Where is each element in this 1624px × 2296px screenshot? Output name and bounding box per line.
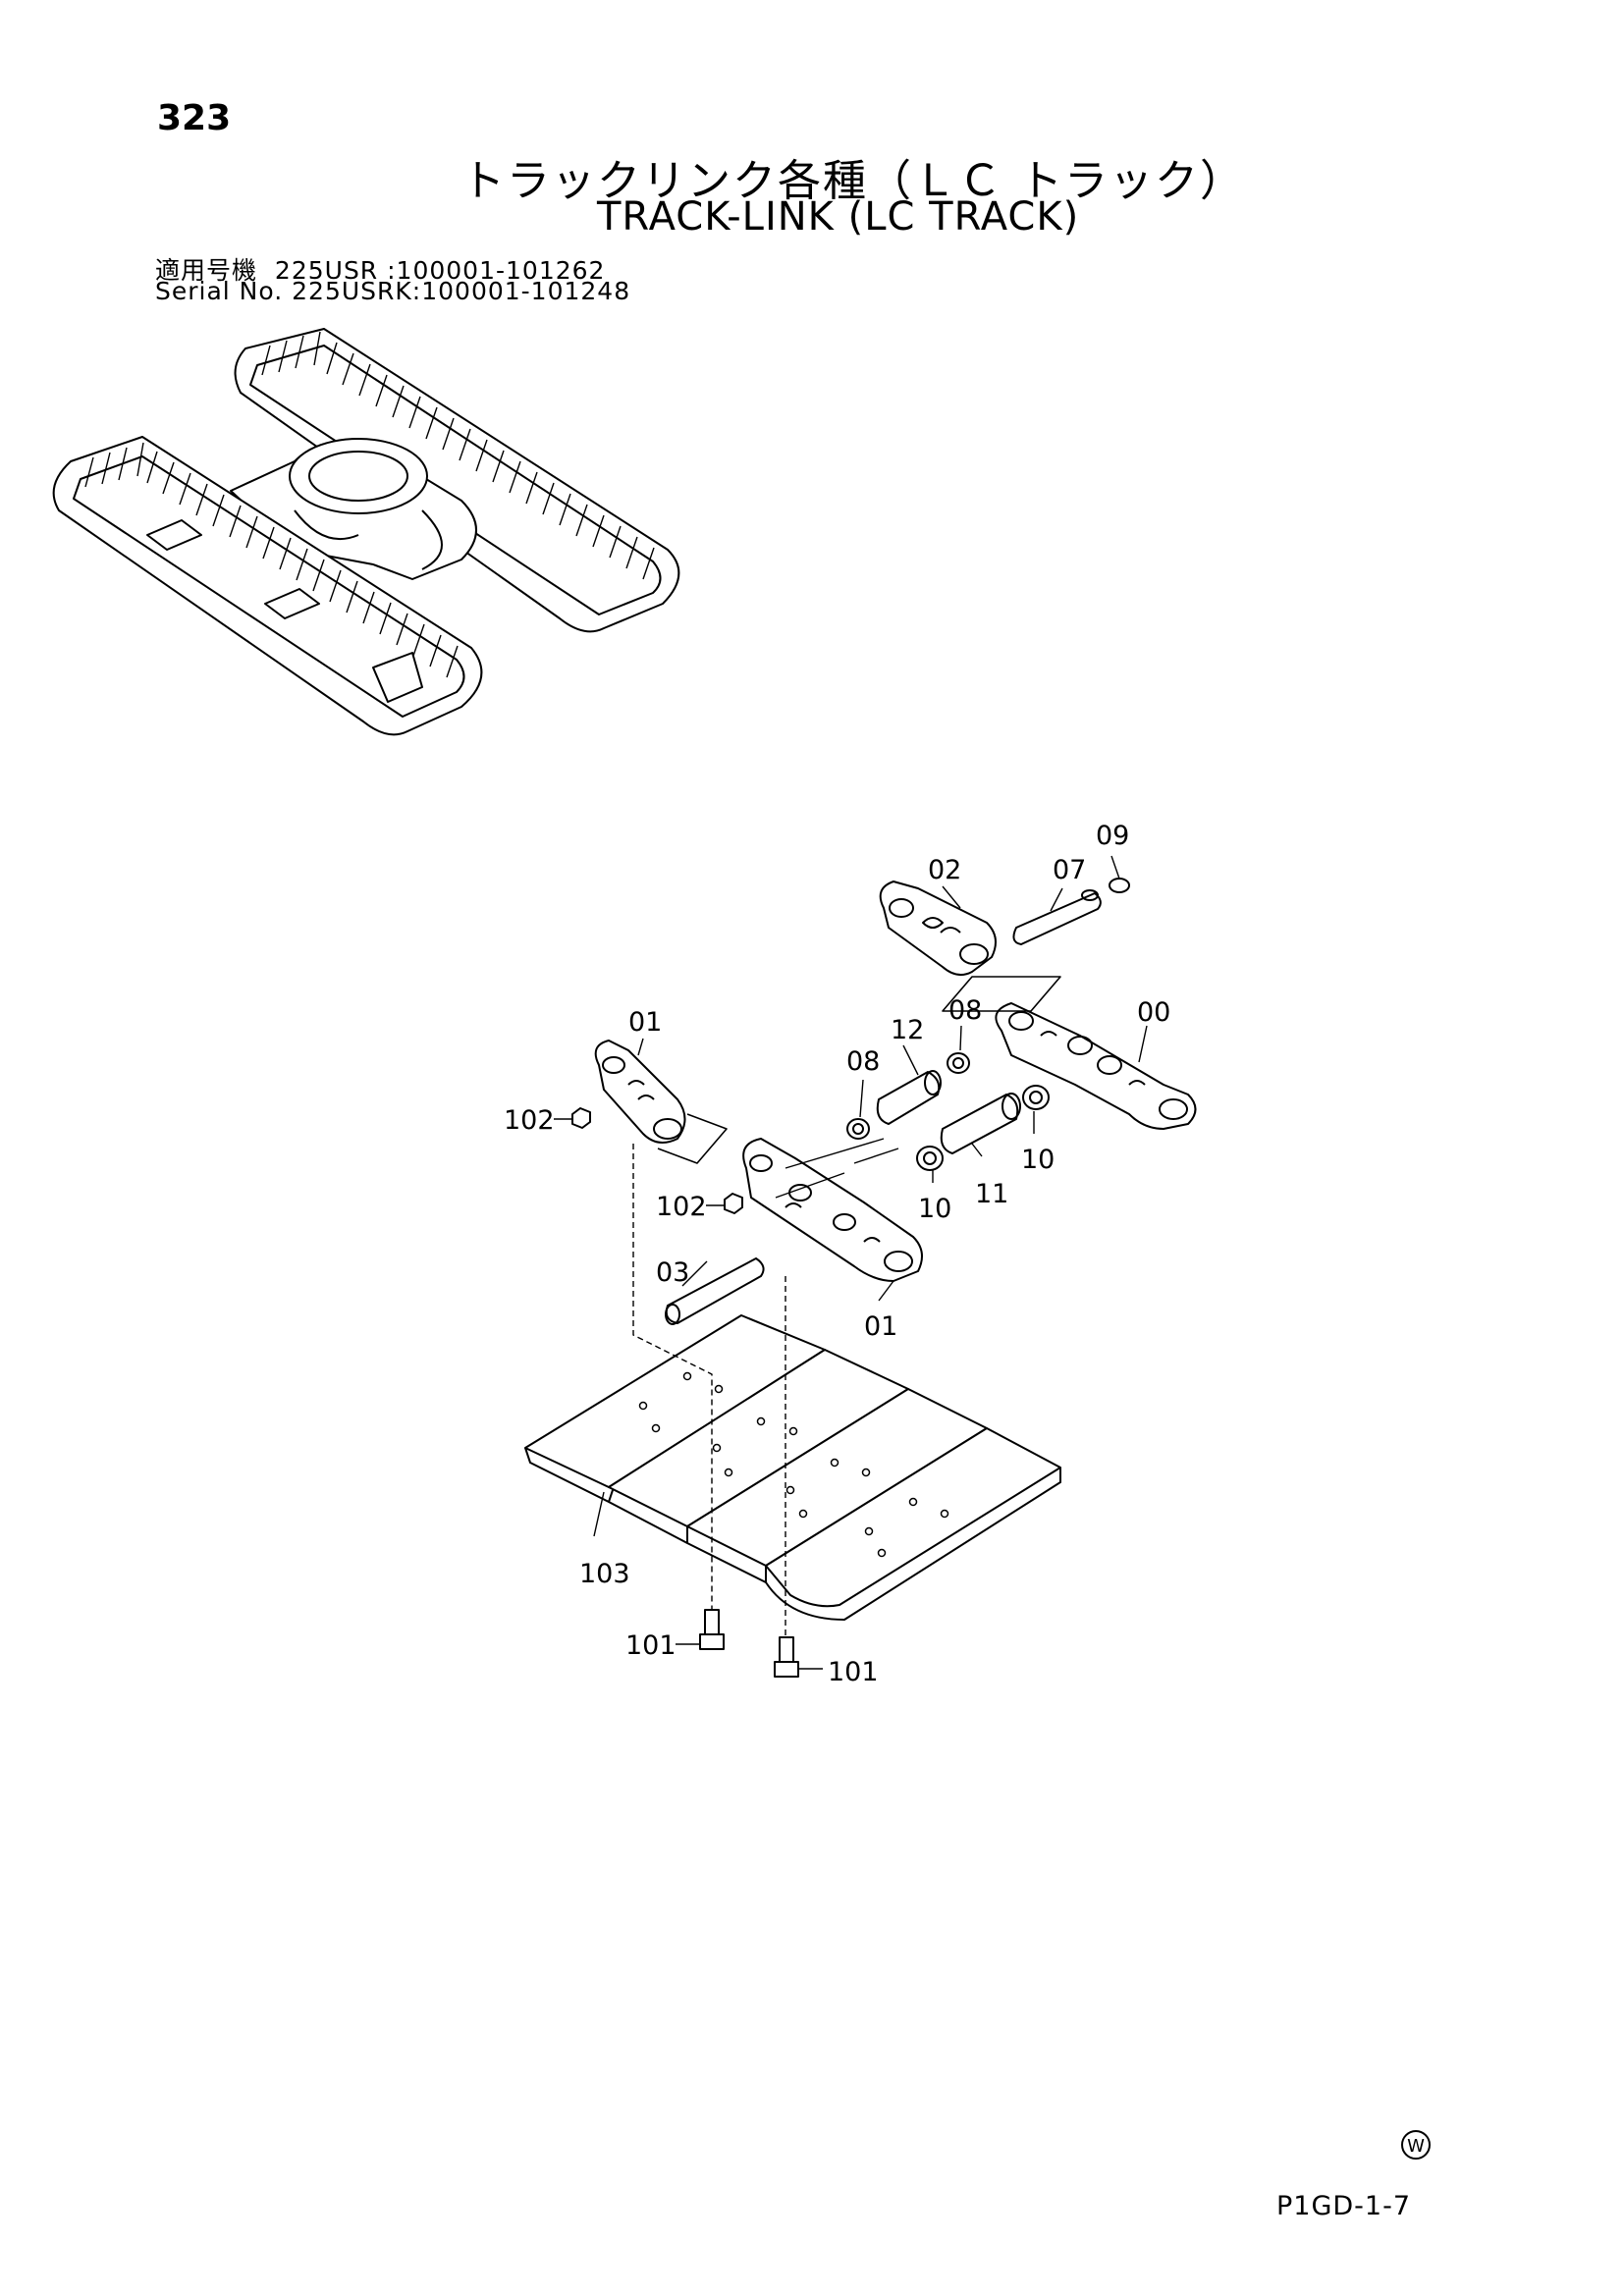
serial-label-en: Serial No. (155, 277, 284, 305)
part-102-nut-b (724, 1193, 743, 1214)
part-11-bushing (940, 1093, 1021, 1154)
page-number: 323 (157, 98, 232, 138)
part-03-pin (665, 1257, 765, 1325)
callout-101-right: 101 (828, 1657, 879, 1687)
callout-09: 09 (1096, 821, 1129, 851)
callout-08-left: 08 (846, 1046, 880, 1077)
part-10-seal-b (1022, 1085, 1050, 1110)
callout-12: 12 (891, 1015, 924, 1045)
callout-101-left: 101 (625, 1630, 677, 1661)
front-track-treads (84, 442, 459, 678)
callout-01-top: 01 (628, 1007, 662, 1038)
part-02-link (879, 881, 997, 977)
rear-track-treads (261, 331, 655, 580)
alignment-lines (632, 1144, 786, 1637)
callout-00: 00 (1137, 997, 1170, 1028)
callout-10-left: 10 (918, 1194, 951, 1224)
rear-crawler-track (234, 328, 680, 633)
part-09-ring (1109, 878, 1130, 893)
callout-07: 07 (1053, 855, 1086, 885)
callout-11: 11 (975, 1179, 1008, 1209)
leader-lines (554, 855, 1148, 1670)
callout-01-bottom: 01 (864, 1311, 897, 1342)
serial-value-1: 225USR :100001-101262 (274, 256, 606, 285)
part-01-link-center (742, 1138, 923, 1282)
title-japanese: トラックリンク各種（ＬＣ トラック） (461, 156, 1245, 206)
callout-03: 03 (656, 1257, 689, 1288)
serial-label-jp: 適用号機 (155, 256, 258, 285)
title-english: TRACK-LINK (LC TRACK) (597, 194, 1080, 240)
part-08-seal-b (947, 1052, 970, 1074)
callout-02: 02 (928, 855, 961, 885)
callout-102-center: 102 (656, 1192, 707, 1222)
serial-value-2: 225USRK:100001-101248 (292, 277, 631, 305)
callout-103: 103 (579, 1559, 630, 1589)
part-07-pin (1012, 889, 1102, 945)
undercarriage-overview (52, 328, 680, 736)
callout-08-right: 08 (948, 995, 982, 1026)
part-08-seal-a (846, 1118, 870, 1140)
part-103-shoe (524, 1314, 1061, 1621)
callout-102-left: 102 (504, 1105, 555, 1136)
front-crawler-track (52, 436, 483, 736)
part-00-link-assembly (995, 1002, 1197, 1130)
reference-code: P1GD-1-7 (1276, 2191, 1412, 2221)
part-101-bolt-a (699, 1609, 725, 1650)
serial-row-2: Serial No. 225USRK:100001-101248 (155, 277, 630, 305)
part-01-link-left (594, 1040, 686, 1144)
part-12-bushing (876, 1070, 942, 1125)
callout-10-right: 10 (1021, 1145, 1055, 1175)
swing-bearing (289, 438, 428, 514)
part-101-bolt-b (774, 1636, 799, 1678)
part-102-nut-a (571, 1107, 591, 1129)
part-10-seal-a (916, 1146, 944, 1171)
watermark-circle-icon: W (1401, 2130, 1431, 2160)
serial-row-1: 適用号機 225USR :100001-101262 (155, 251, 605, 287)
